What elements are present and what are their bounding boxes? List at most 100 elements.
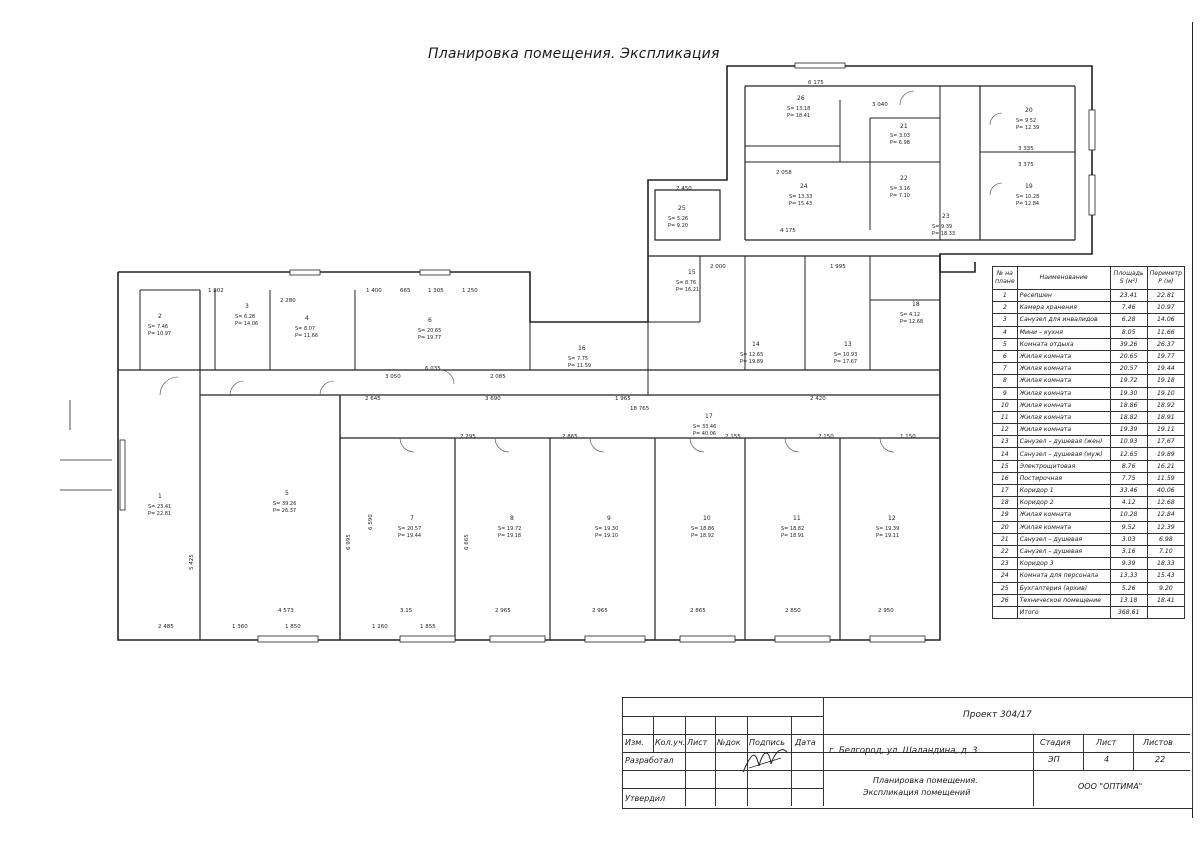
room-perimeter-cell: 14.06 [1146, 313, 1186, 327]
room-perimeter: P= 15.43 [789, 201, 812, 207]
room-area-cell: 39.26 [1109, 337, 1148, 351]
room-perimeter-cell: 18.41 [1146, 593, 1186, 607]
room-area: S= 10.93 [834, 352, 857, 358]
dimension-text: 2 150 [818, 434, 834, 440]
col-ndok: №док [717, 738, 741, 747]
dimension-text: 6 175 [808, 80, 824, 86]
room-perimeter: P= 18.92 [691, 533, 714, 539]
room-perimeter-cell: 18.92 [1146, 398, 1186, 412]
room-number: 8 [510, 515, 514, 522]
room-number: 14 [752, 341, 760, 348]
list-value: 4 [1104, 755, 1110, 764]
room-perimeter-cell: 16.21 [1146, 459, 1186, 473]
room-number: 11 [793, 515, 801, 522]
room-number: 13 [844, 341, 852, 348]
room-name-cell: Коридор 3 [1016, 557, 1111, 571]
room-area: S= 9.52 [1016, 118, 1036, 124]
list-label: Лист [1096, 738, 1117, 747]
room-number-cell: 14 [992, 447, 1018, 461]
room-area-cell: 5.26 [1109, 581, 1148, 595]
dimension-text: 2 155 [725, 434, 741, 440]
dimension-text: 1 802 [208, 288, 224, 294]
room-number-cell: 10 [992, 398, 1018, 412]
room-area-cell: 13.18 [1109, 593, 1148, 607]
table-header: Периметр Р (м) [1146, 266, 1186, 290]
room-number: 18 [912, 301, 920, 308]
room-area: S= 4.12 [900, 312, 920, 318]
room-perimeter: P= 19.89 [740, 359, 763, 365]
dimension-text: 2 280 [280, 298, 296, 304]
room-number-cell: 12 [992, 423, 1018, 437]
room-area-cell: 9.52 [1109, 520, 1148, 534]
dimension-text: 2 085 [490, 374, 506, 380]
room-name-cell: Комната для персонала [1016, 569, 1111, 583]
room-area: S= 39.26 [273, 501, 296, 507]
room-number-cell: 25 [992, 581, 1018, 595]
room-area: S= 3.03 [890, 133, 910, 139]
room-number: 2 [158, 313, 162, 320]
stadia-label: Стадия [1040, 738, 1071, 747]
room-name-cell: Ресепшен [1016, 288, 1111, 303]
room-area: S= 6.28 [235, 314, 255, 320]
dimension-text: 1 260 [372, 624, 388, 630]
room-number-cell: 20 [992, 520, 1018, 534]
col-podpis: Подпись [749, 738, 785, 747]
room-number-cell: 22 [992, 544, 1018, 559]
room-number: 16 [578, 345, 586, 352]
room-perimeter: P= 26.37 [273, 508, 296, 514]
dimension-text: 2 295 [460, 434, 476, 440]
room-area: S= 13.33 [789, 194, 812, 200]
room-number-cell: 24 [992, 569, 1018, 583]
room-perimeter-cell: 15.43 [1146, 569, 1186, 583]
sheet-border [38, 22, 1193, 818]
room-area-cell: 3.03 [1109, 532, 1148, 546]
room-area-cell: 8.76 [1109, 459, 1148, 473]
room-perimeter: P= 9.20 [668, 223, 688, 229]
room-name-cell: Санузел для инвалидов [1016, 313, 1111, 327]
room-area-cell: 19.30 [1109, 386, 1148, 400]
room-perimeter: P= 12.68 [900, 319, 923, 325]
room-labels: 1 S= 23.41 P= 22.81 2 S= 7.46 P= 10.97 3… [148, 95, 1039, 539]
room-perimeter: P= 19.44 [398, 533, 421, 539]
room-perimeter: P= 19.10 [595, 533, 618, 539]
dimension-text: 1 995 [830, 264, 846, 270]
room-name-cell: Электрощитовая [1016, 459, 1111, 473]
dimension-text: 6 665 [464, 534, 470, 550]
room-perimeter-cell: 17.67 [1146, 435, 1186, 449]
room-perimeter-cell: 18.33 [1146, 557, 1186, 571]
room-area-cell: 23.41 [1109, 288, 1148, 303]
room-number-cell: 13 [992, 435, 1018, 449]
room-area: S= 10.28 [1016, 194, 1039, 200]
room-number-cell: 19 [992, 508, 1018, 522]
room-number: 21 [900, 123, 908, 130]
room-number: 24 [800, 183, 808, 190]
room-number: 25 [678, 205, 686, 212]
dimension-text: 4 175 [780, 228, 796, 234]
room-number-cell: 16 [992, 471, 1018, 486]
dimension-labels: 1 802 1 400 665 1 305 1 250 2 280 3 050 … [158, 80, 1034, 630]
room-perimeter: P= 19.11 [876, 533, 899, 539]
room-perimeter-cell: 19.44 [1146, 362, 1186, 376]
room-area: S= 33.46 [693, 424, 716, 430]
room-area-cell: 19.72 [1109, 374, 1148, 388]
listov-label: Листов [1143, 738, 1173, 747]
dimension-text: 5 425 [189, 554, 195, 570]
dimension-text: 3 050 [385, 374, 401, 380]
room-name-cell: Санузел – душевая [1016, 544, 1111, 559]
room-perimeter: P= 18.41 [787, 113, 810, 119]
room-number-cell: 8 [992, 374, 1018, 388]
room-number: 23 [942, 213, 950, 220]
stadia-value: ЭП [1048, 755, 1060, 764]
room-perimeter: P= 12.39 [1016, 125, 1039, 131]
room-perimeter: P= 7.10 [890, 193, 910, 199]
room-number-cell: 2 [992, 301, 1018, 315]
room-number: 6 [428, 317, 432, 324]
